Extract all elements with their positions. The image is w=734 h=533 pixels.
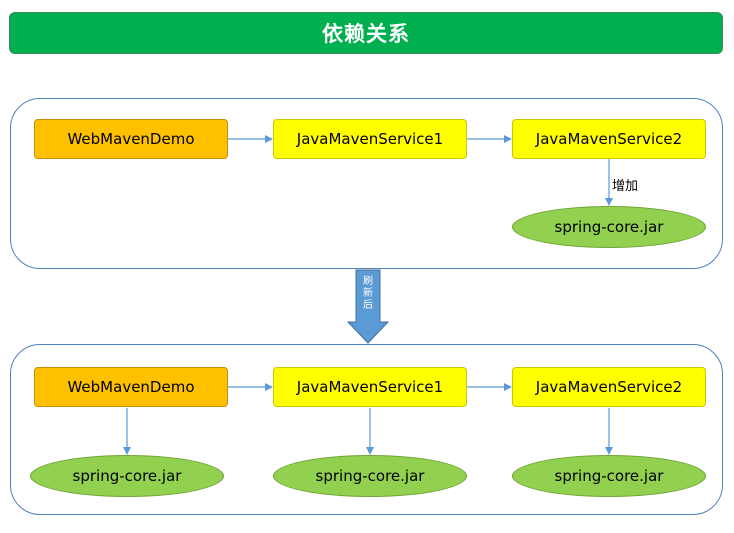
node-webmavendemo-bottom: WebMavenDemo [34, 367, 228, 407]
edge-label-add: 增加 [612, 179, 639, 194]
jar-spring-core-bottom-2: spring-core.jar [273, 455, 467, 497]
node-javamavenservice2-top: JavaMavenService2 [512, 119, 706, 159]
node-webmavendemo-top: WebMavenDemo [34, 119, 228, 159]
jar-spring-core-top: spring-core.jar [512, 206, 706, 248]
refresh-arrow [346, 269, 390, 344]
jar-spring-core-bottom-1: spring-core.jar [30, 455, 224, 497]
node-javamavenservice1-bottom: JavaMavenService1 [273, 367, 467, 407]
refresh-arrow-label: 刷新后 [363, 276, 373, 311]
node-javamavenservice2-bottom: JavaMavenService2 [512, 367, 706, 407]
diagram-title: 依赖关系 [9, 12, 723, 54]
node-javamavenservice1-top: JavaMavenService1 [273, 119, 467, 159]
jar-spring-core-bottom-3: spring-core.jar [512, 455, 706, 497]
